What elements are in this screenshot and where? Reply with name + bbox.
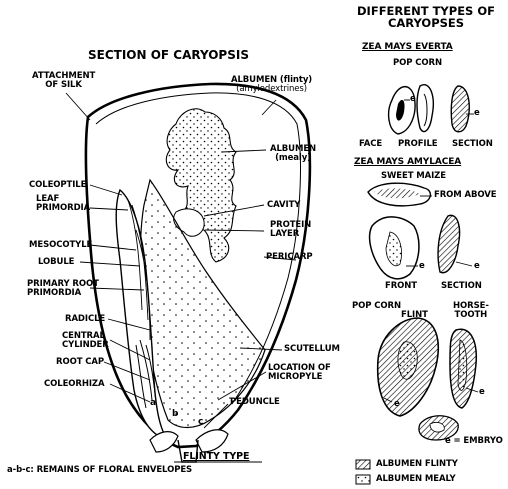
- label-central-cylinder: CENTRAL CYLINDER: [62, 332, 109, 350]
- everta-e: e: [410, 95, 416, 104]
- letter-a: a: [150, 399, 156, 408]
- label-albumen-mealy: ALBUMEN (mealy): [270, 145, 316, 163]
- label-cavity: CAVITY: [267, 201, 300, 210]
- label-line: OF SILK: [32, 81, 95, 90]
- label-coleoptile: COLEOPTILE: [29, 181, 86, 190]
- label-line: PRIMORDIA: [36, 204, 90, 213]
- legend-label-flinty: ALBUMEN FLINTY: [376, 460, 458, 469]
- label-attachment-of-silk: ATTACHMENT OF SILK: [32, 72, 95, 90]
- label-root-cap: ROOT CAP: [56, 358, 104, 367]
- legend-swatch-flinty: [356, 460, 370, 469]
- label-protein-layer: PROTEIN LAYER: [270, 221, 311, 239]
- label-line: PRIMORDIA: [27, 289, 99, 298]
- label-flint: FLINT: [401, 311, 428, 320]
- everta-heading: ZEA MAYS EVERTA: [362, 43, 453, 52]
- side-title-line: CARYOPSES: [342, 17, 508, 29]
- label-primary-root-primordia: PRIMARY ROOT PRIMORDIA: [27, 280, 99, 298]
- footnote: a-b-c: REMAINS OF FLORAL ENVELOPES: [7, 466, 192, 475]
- everta-view-face: FACE: [359, 140, 382, 149]
- amylacea-heading: ZEA MAYS AMYLACEA: [354, 158, 461, 167]
- embryo-key: e = EMBRYO: [445, 437, 503, 446]
- label-albumen-flinty: ALBUMEN (flinty) (amylodextrines): [231, 76, 312, 94]
- label-line: TOOTH: [453, 311, 489, 320]
- label-line: MICROPYLE: [268, 373, 331, 382]
- label-location-of-micropyle: LOCATION OF MICROPYLE: [268, 364, 331, 382]
- legend-swatch-mealy: [356, 475, 370, 484]
- amylacea-view-section: SECTION: [441, 282, 482, 291]
- legend-label-mealy: ALBUMEN MEALY: [376, 475, 456, 484]
- everta-sub: POP CORN: [393, 59, 442, 68]
- popcorn-section: [451, 86, 469, 132]
- type-caption: FLINTY TYPE: [183, 452, 249, 461]
- everta-e2: e: [474, 109, 480, 118]
- everta-view-profile: PROFILE: [398, 140, 438, 149]
- amylacea-e2: e: [474, 262, 480, 271]
- flint-e: e: [394, 400, 400, 409]
- label-line: (mealy): [270, 154, 316, 163]
- side-title: DIFFERENT TYPES OF CARYOPSES: [342, 5, 508, 29]
- label-scutellum: SCUTELLUM: [284, 345, 340, 354]
- label-mesocotyle: MESOCOTYLE: [29, 241, 92, 250]
- label-line: (amylodextrines): [231, 85, 312, 94]
- label-line: CYLINDER: [62, 341, 109, 350]
- envelope-c: [196, 430, 228, 452]
- label-peduncle: PEDUNCLE: [230, 398, 280, 407]
- label-horse-tooth: HORSE- TOOTH: [453, 302, 489, 320]
- label-pericarp: PERICARP: [266, 253, 313, 262]
- sweet-maize-section: [438, 215, 459, 272]
- horse-e: e: [479, 388, 485, 397]
- label-pop-corn: POP CORN: [352, 302, 401, 311]
- main-title: SECTION OF CARYOPSIS: [88, 48, 249, 62]
- popcorn-profile: [417, 85, 433, 132]
- letter-b: b: [172, 410, 178, 419]
- amylacea-sub: SWEET MAIZE: [381, 172, 446, 181]
- label-lobule: LOBULE: [38, 258, 74, 267]
- letter-c: c: [198, 418, 203, 427]
- envelope-a: [150, 432, 178, 452]
- amylacea-e: e: [419, 262, 425, 271]
- amylacea-view-front: FRONT: [385, 282, 417, 291]
- label-leaf-primordia: LEAF PRIMORDIA: [36, 195, 90, 213]
- label-line: LAYER: [270, 230, 311, 239]
- label-radicle: RADICLE: [65, 315, 105, 324]
- amylacea-from-above: FROM ABOVE: [434, 191, 496, 200]
- label-coleorhiza: COLEORHIZA: [44, 380, 104, 389]
- everta-view-section: SECTION: [452, 140, 493, 149]
